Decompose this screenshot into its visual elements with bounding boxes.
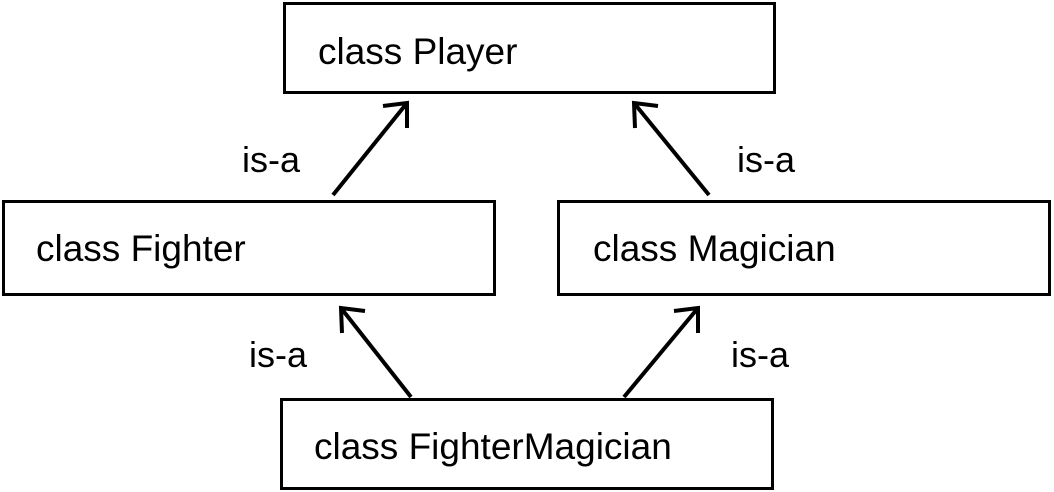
arrow-fightermagician-to-fighter: [338, 305, 413, 399]
arrow-magician-to-player: [631, 100, 711, 197]
class-name-fighter: class Fighter: [36, 228, 246, 269]
relation-label-fighter-player: is-a: [242, 139, 301, 180]
class-box-fightermagician: class FighterMagician: [280, 398, 774, 490]
relation-label-fightermagician-fighter: is-a: [249, 334, 308, 375]
arrow-fightermagician-to-magician: [622, 305, 700, 399]
class-box-fighter: class Fighter: [2, 200, 496, 296]
relation-label-fightermagician-magician: is-a: [731, 334, 790, 375]
class-name-magician: class Magician: [593, 228, 836, 269]
class-box-magician: class Magician: [557, 200, 1051, 296]
relation-label-magician-player: is-a: [737, 139, 796, 180]
class-name-fightermagician: class FighterMagician: [314, 426, 672, 467]
arrow-fighter-to-player: [331, 100, 409, 197]
class-box-player: class Player: [283, 2, 776, 94]
class-name-player: class Player: [318, 31, 518, 72]
